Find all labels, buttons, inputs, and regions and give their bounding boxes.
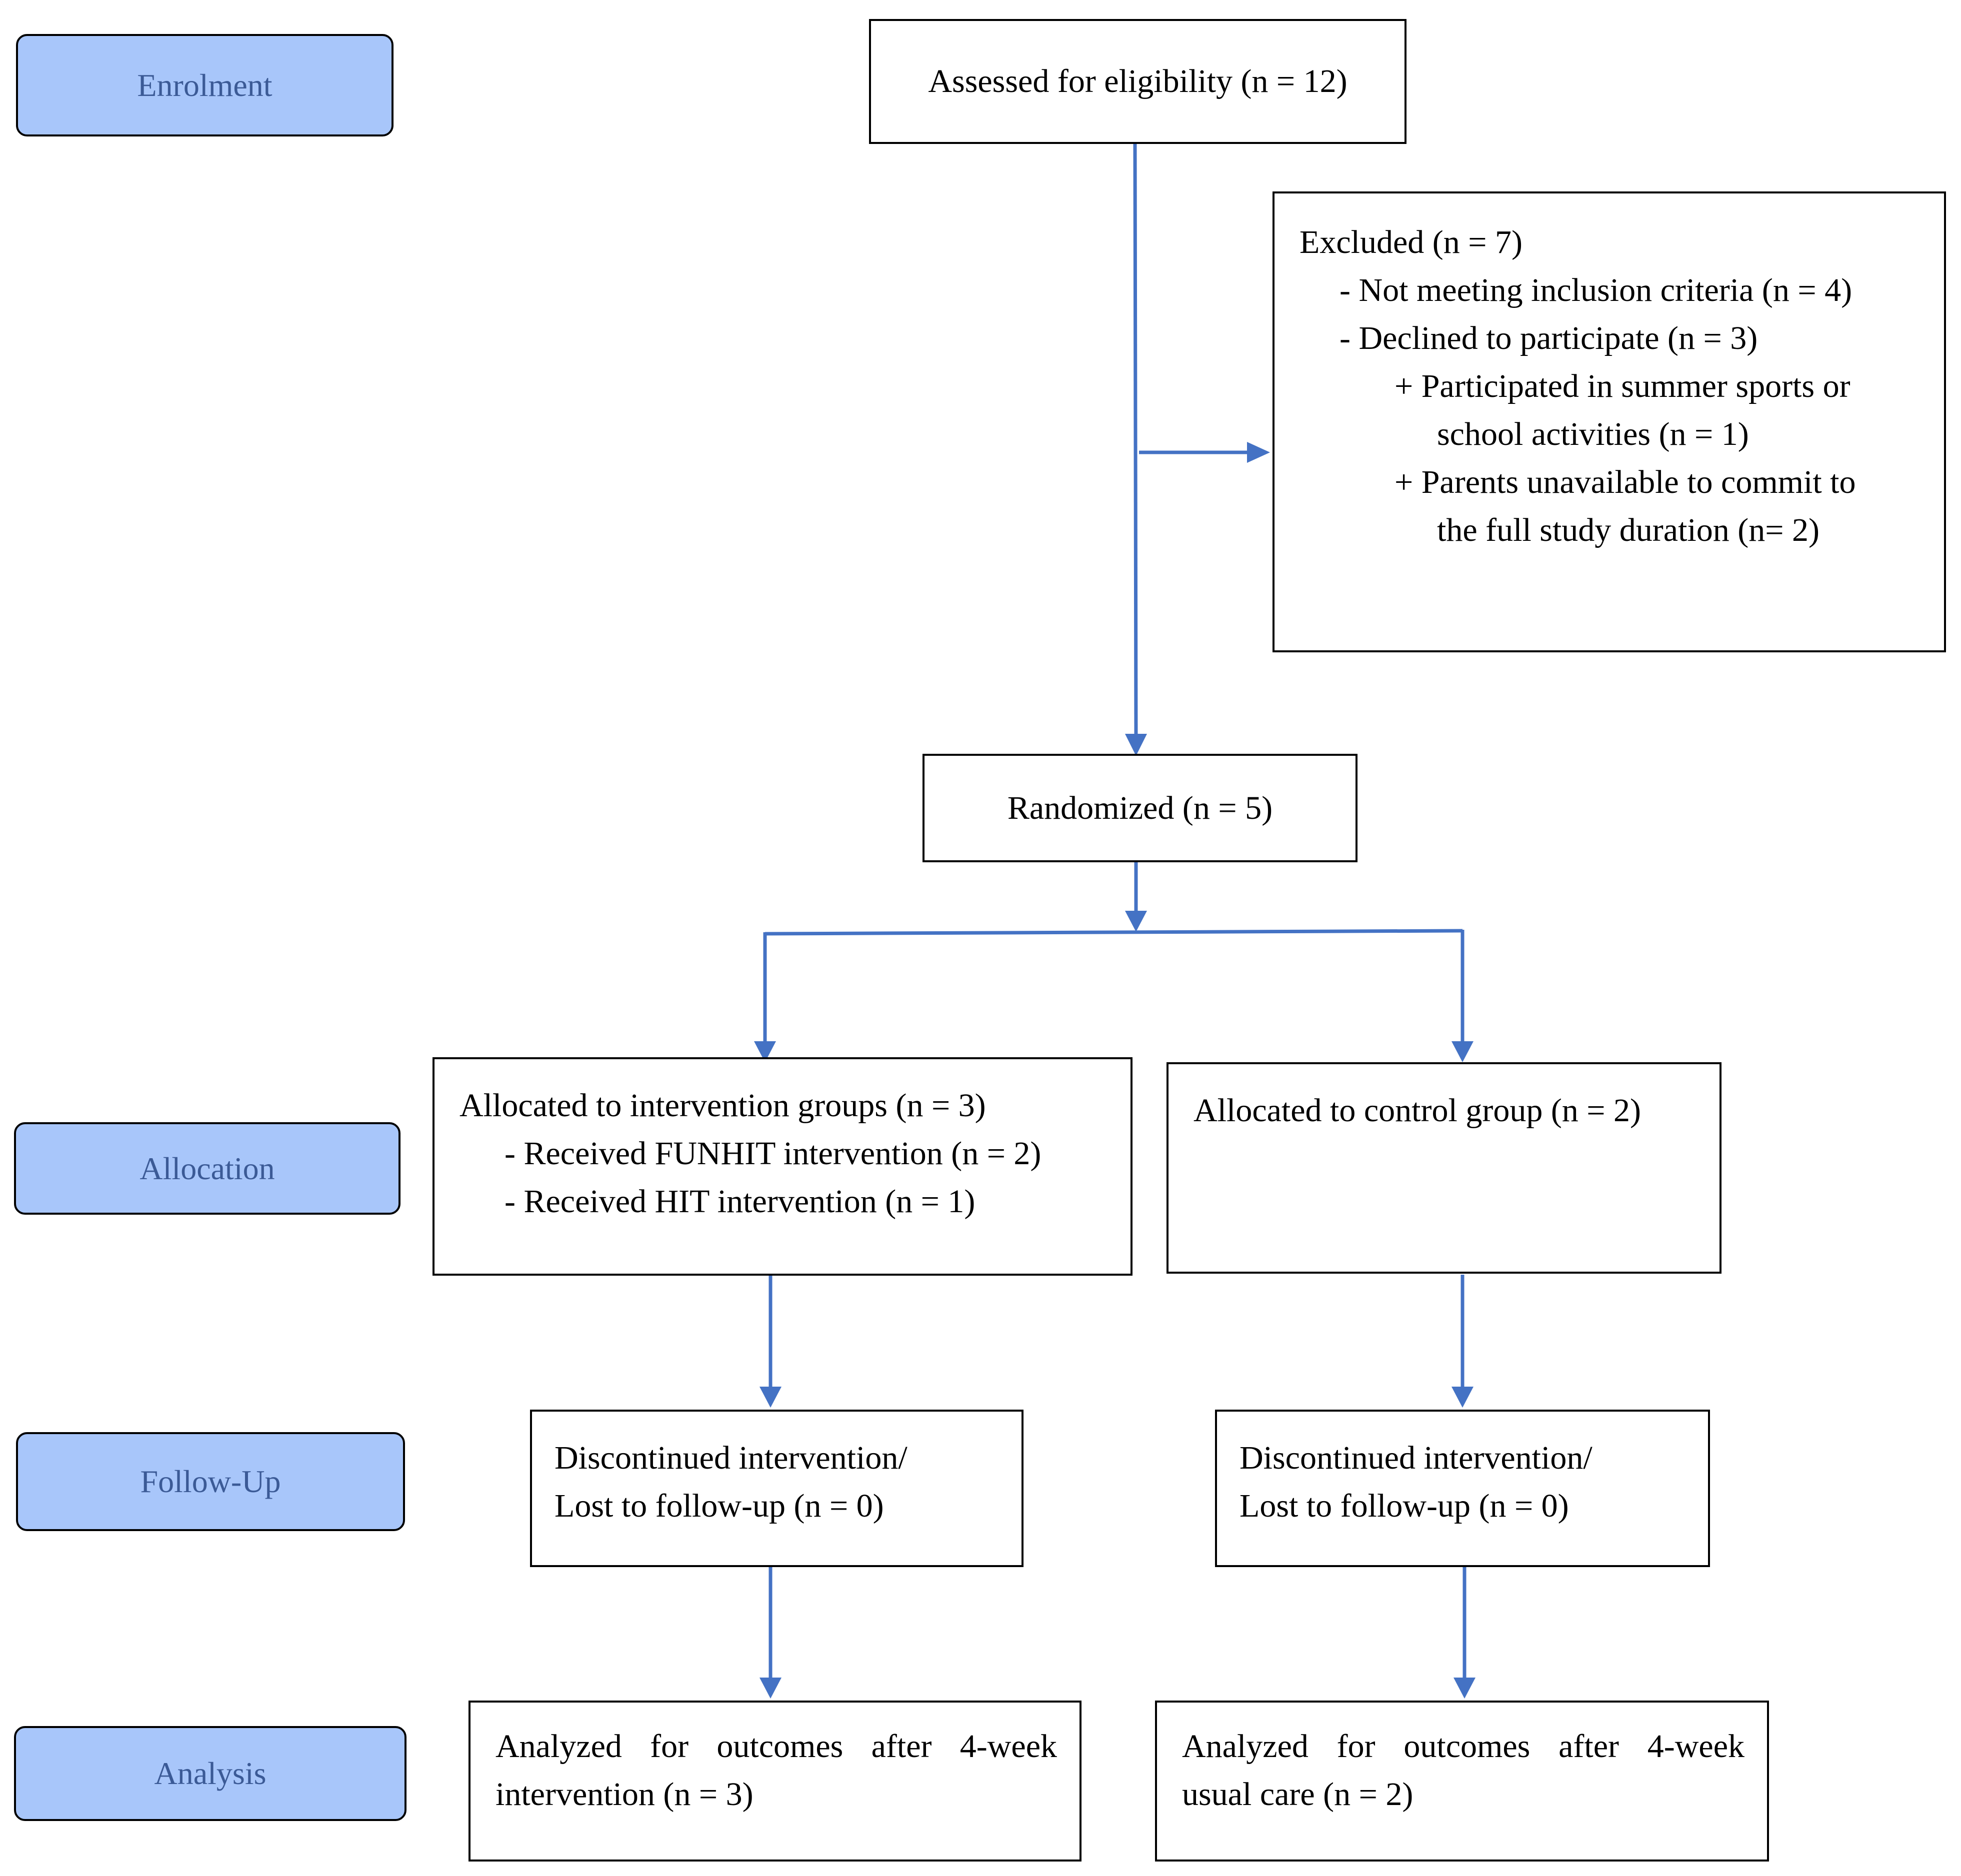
split-line (764, 929, 1463, 936)
arrow-head (760, 1678, 782, 1699)
analysis-control-box: Analyzed for outcomes after 4-week usual… (1155, 1701, 1769, 1862)
intervention-allocation-title: Allocated to intervention groups (n = 3) (460, 1087, 986, 1124)
followup-intervention-line: Discontinued intervention/ (554, 1440, 908, 1476)
stage-enrolment: Enrolment (16, 34, 394, 136)
stage-analysis-label: Analysis (154, 1756, 266, 1791)
excluded-reason: - Declined to participate (n = 3) (1340, 320, 1758, 356)
arrow-head (754, 1041, 776, 1062)
stage-enrolment-label: Enrolment (137, 67, 272, 103)
arrow-head (1454, 1678, 1476, 1699)
arrow-head (1125, 911, 1147, 932)
stage-allocation: Allocation (14, 1122, 400, 1215)
excluded-reason: - Not meeting inclusion criteria (n = 4) (1340, 272, 1852, 308)
analysis-intervention-box: Analyzed for outcomes after 4-week inter… (468, 1701, 1082, 1862)
assessed-text: Assessed for eligibility (n = 12) (928, 63, 1348, 99)
arrow-head (1452, 1041, 1474, 1062)
randomized-box: Randomized (n = 5) (922, 754, 1358, 862)
analysis-control-line: usual care (n = 2) (1182, 1776, 1414, 1813)
followup-intervention-line: Lost to follow-up (n = 0) (554, 1488, 884, 1524)
followup-intervention-box: Discontinued intervention/ Lost to follo… (530, 1410, 1024, 1567)
stage-allocation-label: Allocation (140, 1150, 275, 1186)
analysis-intervention-line: Analyzed for outcomes after 4-week (496, 1728, 1057, 1765)
control-allocation-box: Allocated to control group (n = 2) (1166, 1062, 1722, 1274)
excluded-subreason: school activities (n = 1) (1437, 416, 1749, 452)
intervention-allocation-item: - Received FUNHIT intervention (n = 2) (504, 1135, 1042, 1172)
excluded-title: Excluded (n = 7) (1300, 224, 1522, 260)
excluded-subreason: the full study duration (n= 2) (1437, 512, 1820, 548)
analysis-intervention-line: intervention (n = 3) (496, 1776, 754, 1813)
randomized-text: Randomized (n = 5) (1007, 789, 1273, 826)
followup-control-line: Discontinued intervention/ (1240, 1440, 1592, 1476)
followup-control-box: Discontinued intervention/ Lost to follo… (1215, 1410, 1710, 1567)
control-allocation-text: Allocated to control group (n = 2) (1194, 1092, 1641, 1129)
arrow-head (760, 1387, 782, 1408)
followup-control-line: Lost to follow-up (n = 0) (1240, 1488, 1569, 1524)
excluded-subreason: + Participated in summer sports or (1394, 368, 1850, 404)
intervention-allocation-box: Allocated to intervention groups (n = 3)… (432, 1057, 1132, 1276)
excluded-box: Excluded (n = 7) - Not meeting inclusion… (1272, 191, 1946, 652)
analysis-control-line: Analyzed for outcomes after 4-week (1182, 1728, 1744, 1765)
arrow-head (1452, 1387, 1474, 1408)
arrow-assessed-to-randomized (1133, 143, 1138, 738)
stage-follow-up-label: Follow-Up (140, 1464, 281, 1499)
arrow-head (1125, 734, 1147, 756)
arrow-head (1247, 442, 1270, 463)
intervention-allocation-item: - Received HIT intervention (n = 1) (504, 1183, 976, 1220)
stage-analysis: Analysis (14, 1726, 406, 1821)
assessed-box: Assessed for eligibility (n = 12) (869, 19, 1406, 144)
excluded-subreason: + Parents unavailable to commit to (1394, 464, 1856, 500)
stage-follow-up: Follow-Up (16, 1432, 405, 1531)
